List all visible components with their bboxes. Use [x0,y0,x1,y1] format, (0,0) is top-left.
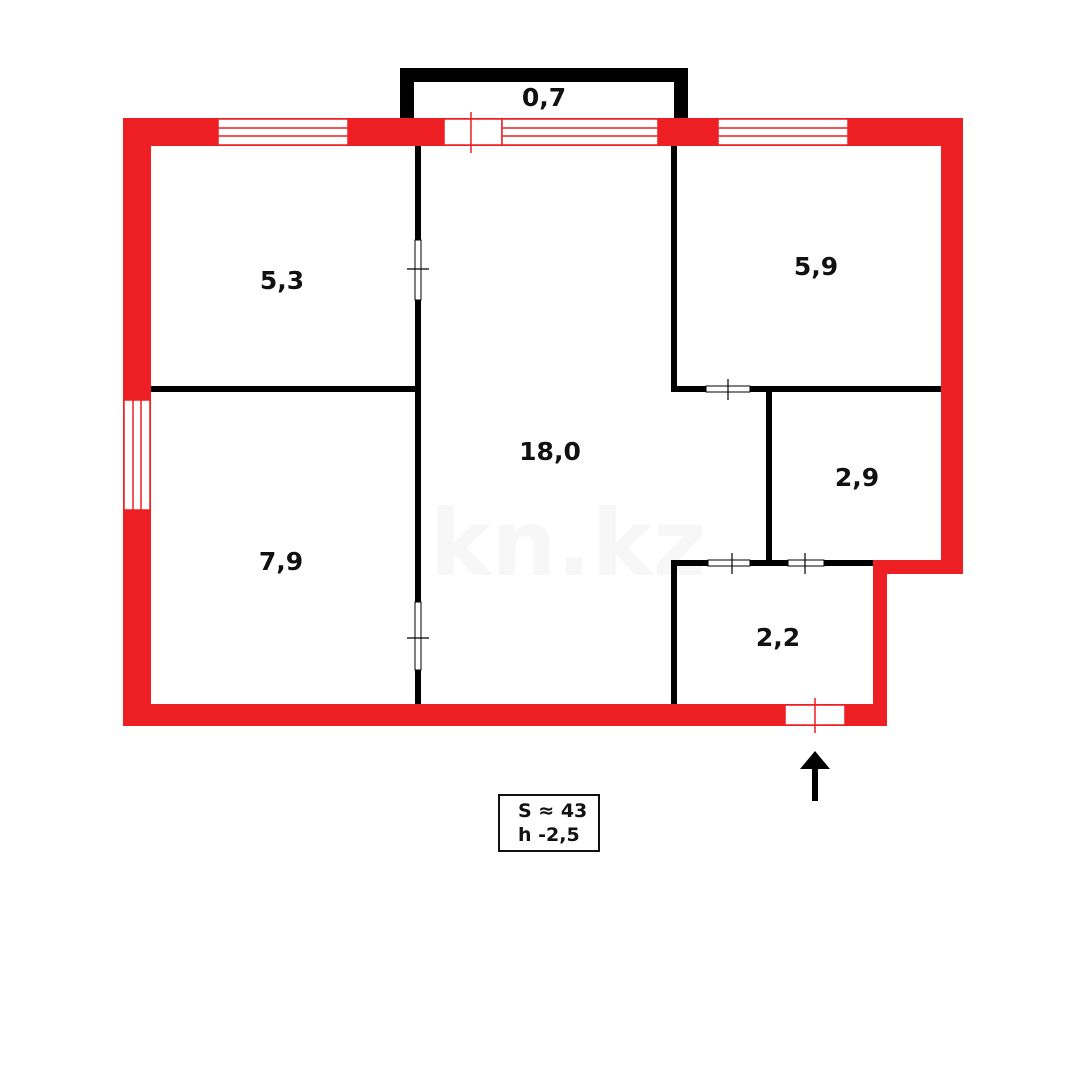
room-area-bedroom-bottom-left: 7,9 [259,547,303,576]
room-area-bathroom: 2,9 [835,463,879,492]
total-area: S ≈ 43 [518,800,588,822]
arrow-up-icon [800,751,830,801]
ceiling-height: h -2,5 [518,824,580,846]
room-area-bedroom-top-left: 5,3 [260,266,304,295]
summary-box: S ≈ 43 h -2,5 [498,794,600,852]
window-top-right [717,118,849,146]
room-area-hallway: 2,2 [756,623,800,652]
window-left [123,399,151,511]
door-hallway [707,553,751,574]
room-area-kitchen: 5,9 [794,252,838,281]
door-bedroom-top-left [407,239,429,301]
room-area-balcony: 0,7 [522,83,566,112]
entrance-door [784,698,846,733]
exterior-walls [123,118,963,726]
window-top-left [217,118,349,146]
balcony-walls [400,68,688,120]
door-kitchen [705,379,751,400]
interior-walls [151,146,941,704]
watermark: kn.kz [430,490,706,597]
door-bathroom [787,553,825,574]
door-bedroom-bottom-left [407,601,429,671]
window-top-middle [501,118,659,146]
room-area-living-room: 18,0 [519,437,581,466]
